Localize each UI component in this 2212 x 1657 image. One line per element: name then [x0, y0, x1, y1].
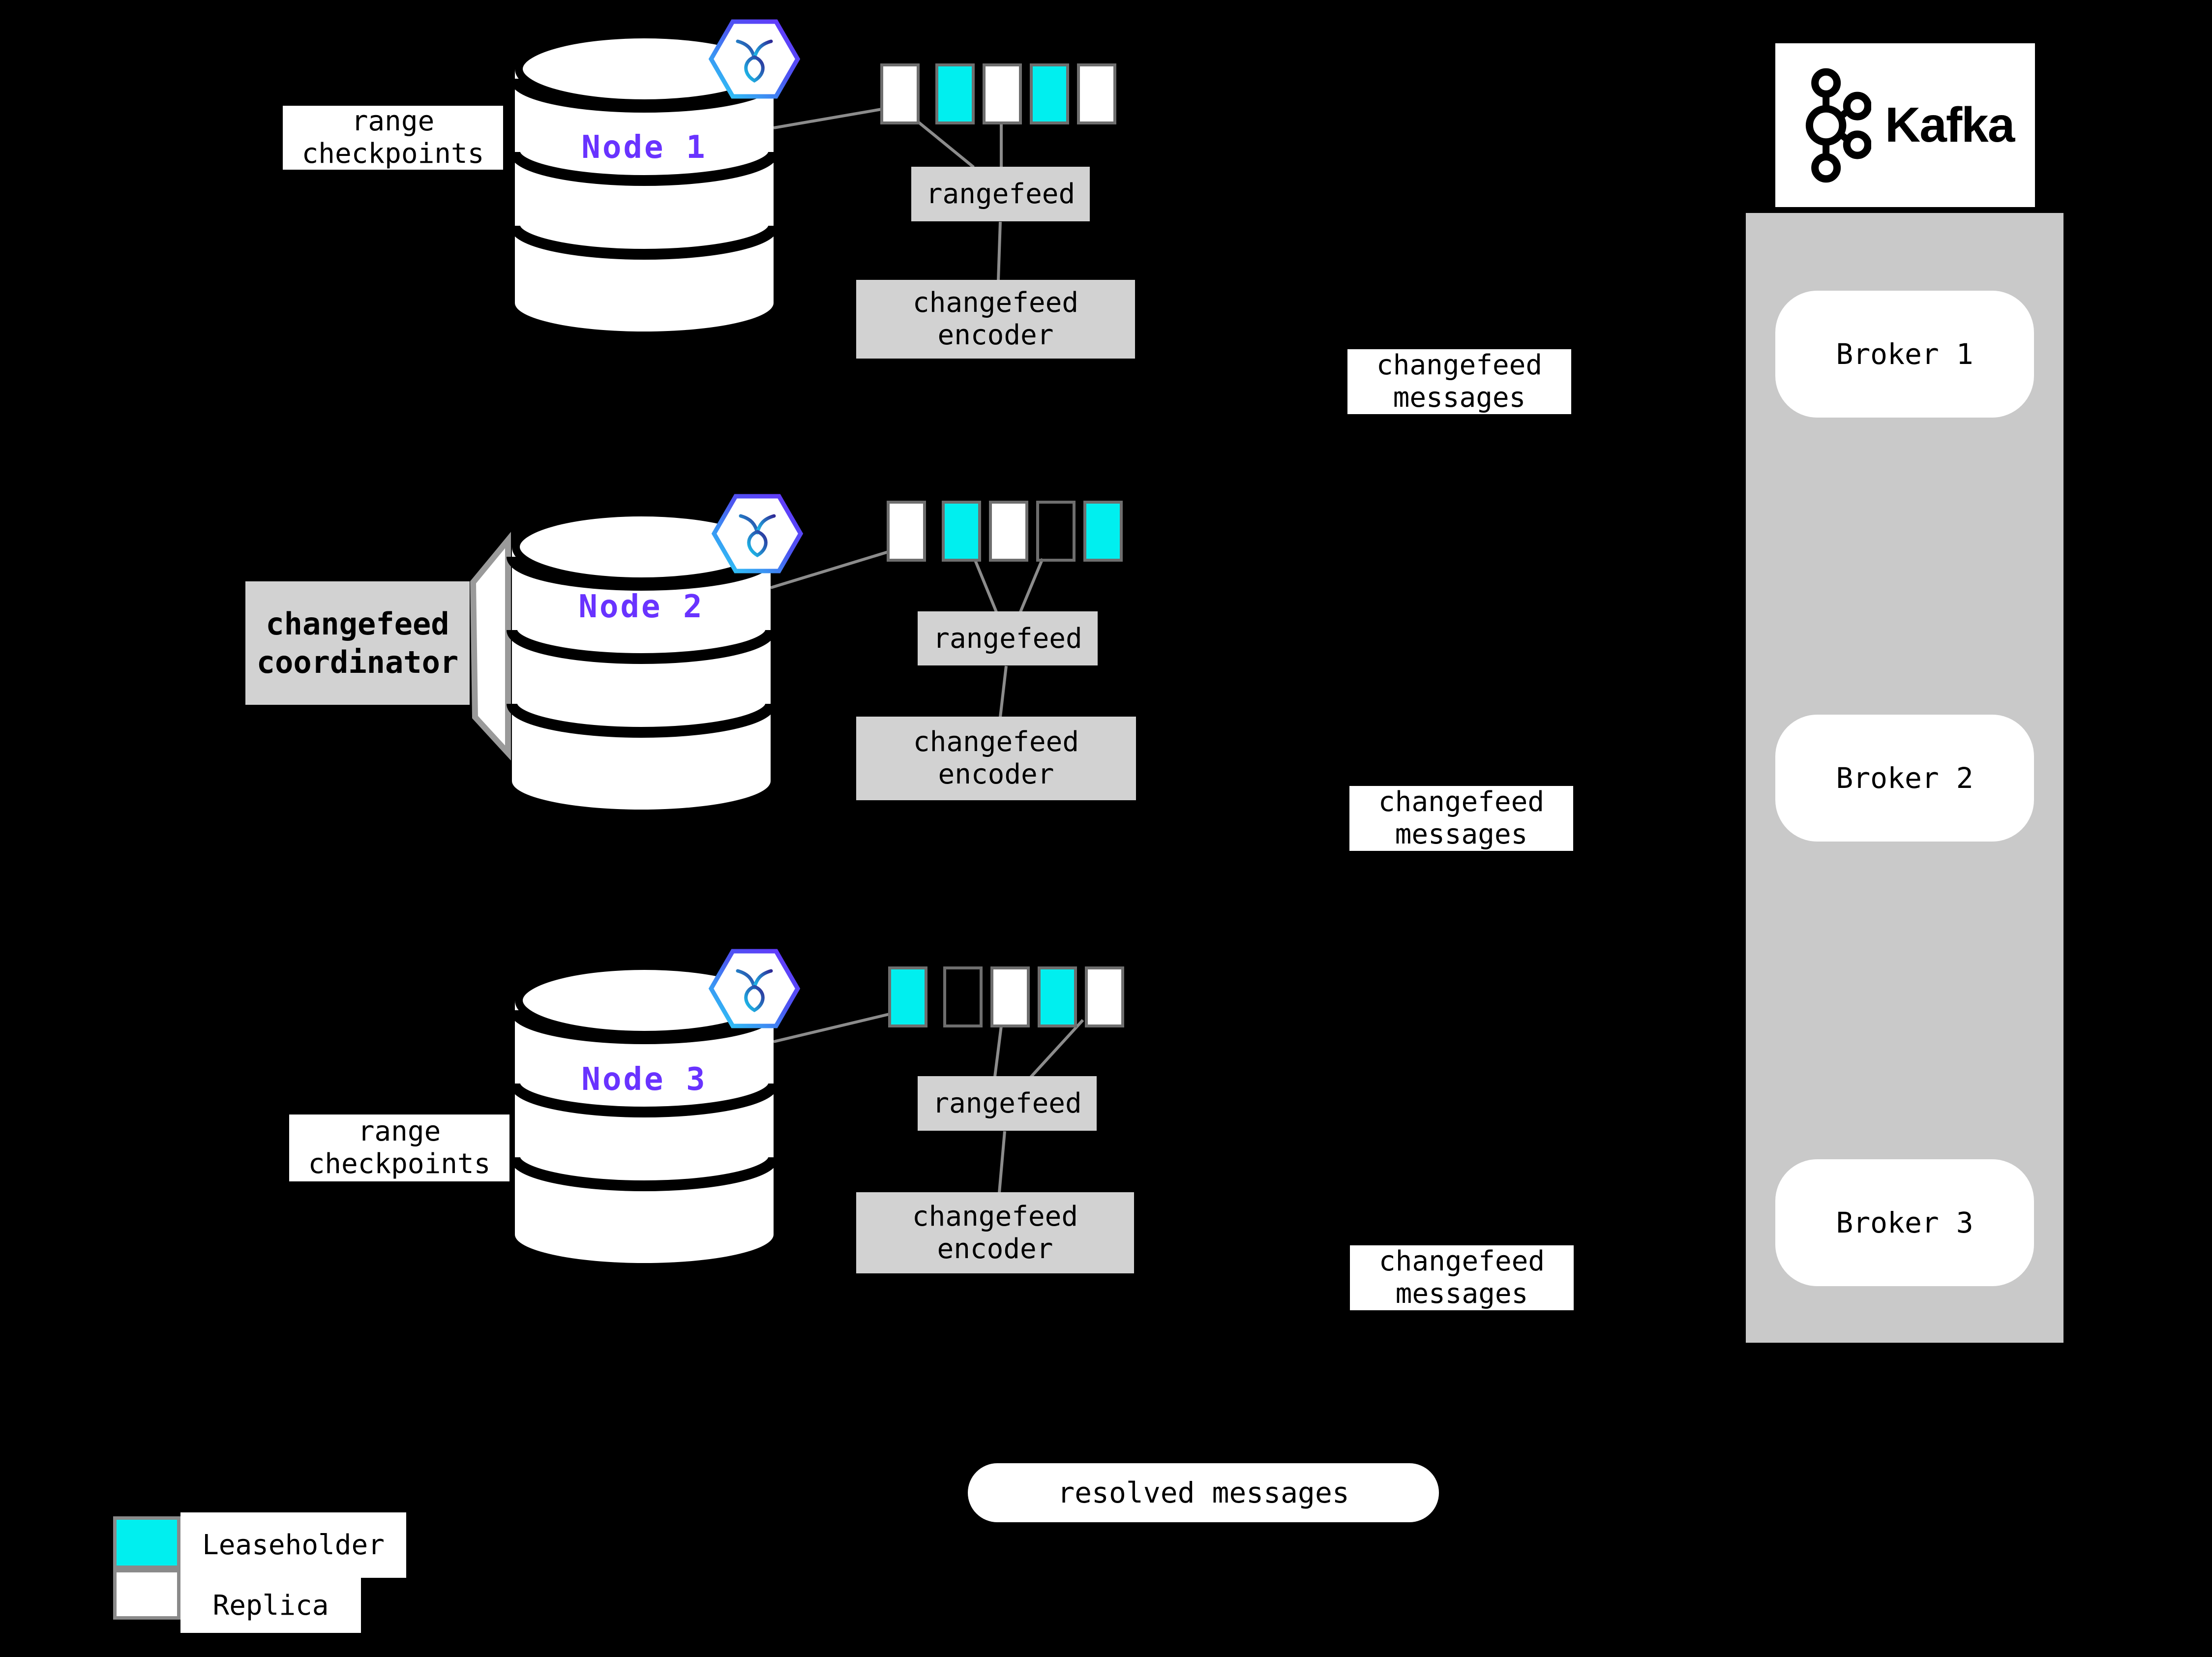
cockroachdb-hexagon-icon-node1: [711, 22, 798, 96]
connector-lines: [770, 108, 1084, 1193]
broker-2-box: Broker 2: [1775, 715, 2034, 842]
range-row-node1: [880, 63, 1116, 124]
broker-3-box: Broker 3: [1775, 1159, 2034, 1286]
range-cell-replica: [990, 966, 1030, 1027]
changefeed-coordinator-box: changefeed coordinator: [245, 581, 470, 705]
changefeed-messages-label-3: changefeed messages: [1350, 1245, 1574, 1310]
kafka-logo-icon: [1805, 68, 1871, 182]
cockroachdb-hexagon-icon-node2: [714, 496, 801, 571]
kafka-logo-panel: Kafka: [1775, 43, 2035, 207]
range-cell-empty: [1036, 501, 1076, 562]
range-cell-replica: [989, 501, 1028, 562]
rangefeed-box-node3: rangefeed: [918, 1076, 1097, 1131]
range-cell-leaseholder: [1030, 63, 1069, 124]
range-cell-replica: [1085, 966, 1124, 1027]
broker-3-label: Broker 3: [1836, 1206, 1973, 1239]
range-cell-leaseholder: [888, 966, 927, 1027]
broker-2-label: Broker 2: [1836, 761, 1973, 795]
range-cell-leaseholder: [1038, 966, 1077, 1027]
node-1-label: Node 1: [581, 129, 707, 166]
range-cell-leaseholder: [935, 63, 975, 124]
resolved-messages-pill: resolved messages: [968, 1463, 1439, 1522]
range-row-node3: [888, 966, 1124, 1027]
changefeed-messages-label-2: changefeed messages: [1349, 786, 1573, 851]
range-cell-replica: [983, 63, 1022, 124]
changefeed-encoder-box-node3: changefeed encoder: [856, 1192, 1134, 1273]
kafka-title: Kafka: [1885, 97, 2015, 152]
range-row-node2: [887, 501, 1123, 562]
range-cell-replica: [880, 63, 920, 124]
range-cell-replica: [887, 501, 926, 562]
legend-label-replica: Replica: [180, 1578, 361, 1633]
node-3-label: Node 3: [581, 1061, 707, 1098]
coordinator-bracket-icon: [470, 532, 511, 761]
range-cell-leaseholder: [1083, 501, 1123, 562]
legend-swatch-replica: [113, 1569, 180, 1620]
range-checkpoints-label-bottom: range checkpoints: [289, 1115, 509, 1181]
rangefeed-box-node2: rangefeed: [918, 611, 1098, 665]
legend-swatch-leaseholder: [113, 1516, 180, 1569]
range-checkpoints-label-top: range checkpoints: [283, 105, 503, 170]
changefeed-encoder-box-node2: changefeed encoder: [856, 717, 1136, 800]
changefeed-encoder-box-node1: changefeed encoder: [856, 280, 1135, 359]
node-2-label: Node 2: [578, 589, 704, 625]
cockroachdb-hexagon-icon-node3: [711, 951, 798, 1026]
range-cell-empty: [943, 966, 983, 1027]
range-cell-leaseholder: [942, 501, 981, 562]
changefeed-messages-label-1: changefeed messages: [1347, 349, 1571, 414]
legend-label-leaseholder: Leaseholder: [180, 1512, 406, 1578]
range-cell-replica: [1077, 63, 1116, 124]
rangefeed-box-node1: rangefeed: [911, 167, 1090, 221]
arrowhead-icon: [2056, 334, 2080, 355]
broker-1-box: Broker 1: [1775, 291, 2034, 418]
broker-1-label: Broker 1: [1836, 337, 1973, 371]
